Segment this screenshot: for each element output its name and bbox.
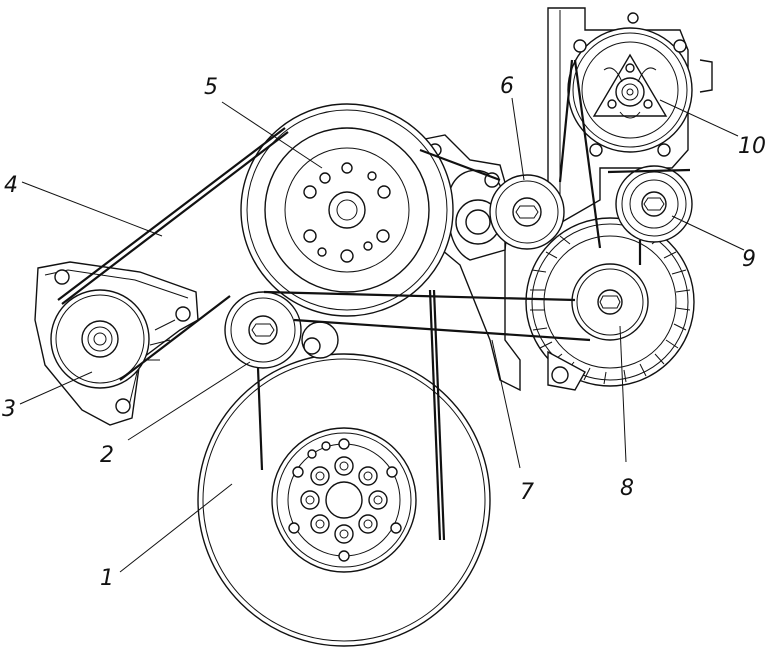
callout-6: 6 bbox=[500, 74, 514, 99]
callout-labels: 1 2 3 4 5 6 7 8 9 10 bbox=[2, 74, 766, 591]
callout-10: 10 bbox=[738, 134, 766, 159]
alternator-right bbox=[525, 217, 695, 391]
leader-9 bbox=[671, 215, 745, 251]
idler-pulley-lower bbox=[224, 291, 339, 369]
leader-4 bbox=[21, 181, 163, 237]
belt-main bbox=[419, 59, 691, 265]
alternator-left bbox=[34, 261, 199, 426]
callout-1: 1 bbox=[100, 566, 114, 591]
belt-4 bbox=[57, 127, 289, 381]
callout-7: 7 bbox=[520, 480, 534, 505]
crankshaft-pulley bbox=[197, 353, 491, 647]
leader-6 bbox=[511, 97, 525, 181]
callout-8: 8 bbox=[620, 476, 634, 501]
tensioner-assembly bbox=[447, 169, 506, 261]
belt-7 bbox=[256, 289, 591, 541]
water-pump-pulley bbox=[240, 103, 454, 317]
tensioner-pulley bbox=[615, 165, 693, 243]
leader-5 bbox=[221, 101, 323, 169]
callout-3: 3 bbox=[2, 397, 16, 422]
ac-compressor bbox=[567, 27, 693, 157]
leader-7 bbox=[491, 339, 521, 469]
leader-lines bbox=[19, 97, 745, 573]
callout-5: 5 bbox=[204, 75, 218, 100]
leader-1 bbox=[119, 483, 233, 573]
callout-9: 9 bbox=[742, 247, 756, 272]
leader-10 bbox=[659, 99, 739, 137]
callout-2: 2 bbox=[100, 443, 114, 468]
callout-4: 4 bbox=[4, 173, 18, 198]
leader-2 bbox=[127, 361, 251, 441]
leader-8 bbox=[619, 325, 627, 463]
idler-pulley-upper bbox=[489, 174, 565, 250]
leader-3 bbox=[19, 371, 93, 405]
